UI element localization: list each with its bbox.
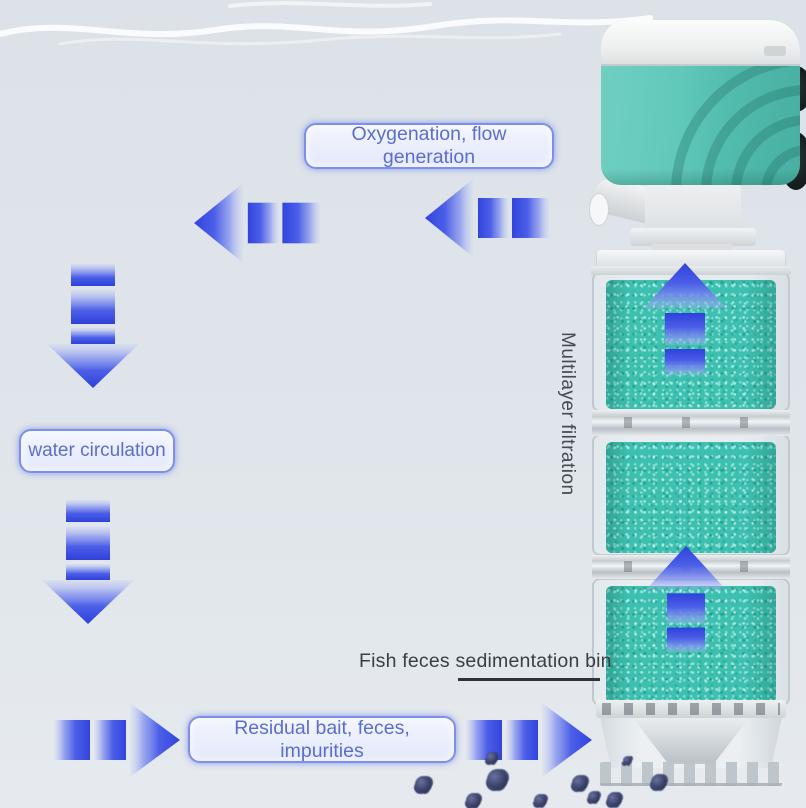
water-surface <box>0 1 653 46</box>
pump-lid-clip <box>764 46 786 56</box>
label-residual-bait: Residual bait, feces, impurities <box>188 716 456 763</box>
flow-arrow-up-bottom-chamber-icon <box>646 545 726 653</box>
bin-teeth <box>600 762 782 786</box>
waste-particle <box>466 793 481 808</box>
waste-particle <box>651 774 667 790</box>
waste-particle <box>486 752 498 764</box>
label-oxygenation: Oxygenation, flow generation <box>304 123 554 169</box>
waste-particle <box>572 775 588 791</box>
waste-particle <box>534 794 547 807</box>
flow-arrow-left-outer-icon <box>194 183 320 263</box>
flow-arrow-down-lower-icon <box>42 500 134 624</box>
waste-particle <box>607 792 622 807</box>
chamber-joint <box>592 410 790 436</box>
flow-arrow-down-upper-icon <box>47 264 139 388</box>
waste-particle <box>623 756 632 765</box>
neck-flange <box>630 228 756 246</box>
flow-arrow-left-inner-icon <box>425 179 549 257</box>
flow-arrow-right-left-icon <box>54 703 180 777</box>
bin-grate <box>596 700 786 718</box>
flow-arrow-right-center-icon <box>466 703 592 777</box>
vertical-label-multilayer-filtration: Multilayer filtration <box>557 332 578 496</box>
filter-chamber-middle <box>592 434 790 556</box>
waste-particle <box>415 776 432 793</box>
label-water-circulation: water circulation <box>19 429 175 473</box>
flow-arrow-up-top-chamber-icon <box>643 263 727 375</box>
pump-head <box>601 20 800 185</box>
pump-lid <box>601 20 800 66</box>
waste-particle <box>487 769 508 790</box>
pump-shade <box>601 169 800 185</box>
annotation-sedimentation-bin: Fish feces sedimentation bin <box>359 650 612 672</box>
annotation-underline <box>458 678 600 681</box>
waste-particle <box>588 791 600 803</box>
filter-sponge <box>606 442 776 553</box>
outlet-pipe-cap <box>589 193 609 226</box>
filter-lid <box>597 250 785 270</box>
